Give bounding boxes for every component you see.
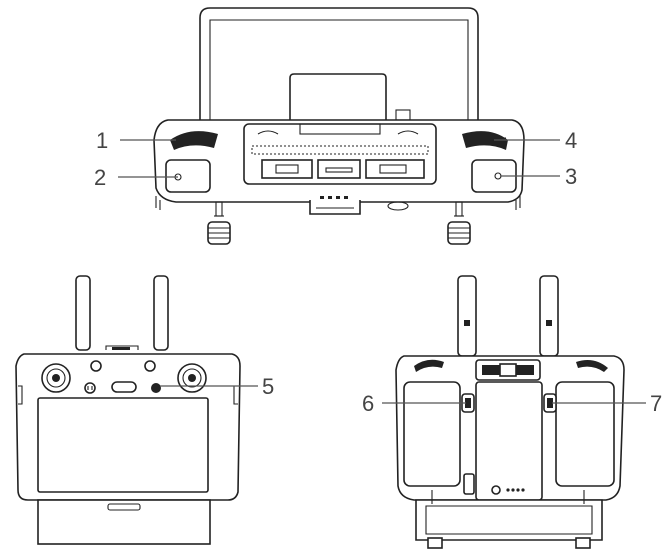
callout-1: 1 bbox=[96, 128, 176, 153]
callout-label-1: 1 bbox=[96, 128, 108, 153]
callout-2: 2 bbox=[94, 165, 178, 190]
battery-level-leds bbox=[506, 488, 525, 492]
callout-label-3: 3 bbox=[565, 164, 577, 189]
front-view-controller bbox=[15, 275, 241, 545]
device-clamp bbox=[289, 73, 387, 123]
battery bbox=[475, 381, 543, 501]
card-slot bbox=[317, 159, 361, 179]
callout-label-6: 6 bbox=[362, 391, 374, 416]
left-antenna bbox=[75, 275, 91, 351]
antenna-frame bbox=[199, 7, 479, 120]
front-right-stick[interactable] bbox=[177, 363, 207, 393]
rth-button[interactable] bbox=[90, 360, 102, 372]
callout-label-7: 7 bbox=[650, 391, 662, 416]
callout-4: 4 bbox=[494, 128, 577, 153]
callout-6: 6 bbox=[362, 391, 466, 416]
right-dial[interactable] bbox=[462, 131, 508, 150]
usb-port bbox=[365, 159, 425, 179]
callout-7: 7 bbox=[552, 391, 662, 416]
top-vents bbox=[257, 123, 419, 135]
callout-label-5: 5 bbox=[262, 374, 274, 399]
back-stand bbox=[415, 499, 603, 541]
pause-button[interactable] bbox=[84, 382, 96, 394]
hdmi-port bbox=[261, 159, 313, 179]
touch-screen[interactable] bbox=[37, 397, 209, 493]
button-5[interactable] bbox=[151, 383, 161, 393]
callout-5: 5 bbox=[160, 374, 274, 399]
front-stand bbox=[37, 499, 211, 545]
bottom-clip bbox=[309, 200, 361, 215]
left-stick[interactable] bbox=[207, 201, 231, 245]
mode-switch[interactable] bbox=[111, 381, 137, 393]
right-antenna bbox=[153, 275, 169, 351]
callout-label-2: 2 bbox=[94, 165, 106, 190]
indicator-lights bbox=[320, 196, 348, 199]
callout-label-4: 4 bbox=[565, 128, 577, 153]
left-button[interactable] bbox=[165, 159, 211, 193]
top-view-controller bbox=[153, 7, 525, 245]
battery-button[interactable] bbox=[491, 485, 501, 495]
right-stick[interactable] bbox=[447, 201, 471, 245]
left-dial[interactable] bbox=[170, 131, 218, 150]
power-button[interactable] bbox=[144, 360, 156, 372]
back-view-controller bbox=[395, 275, 625, 549]
back-right-antenna bbox=[539, 275, 559, 357]
callout-3: 3 bbox=[500, 164, 577, 189]
front-left-stick[interactable] bbox=[41, 363, 71, 393]
back-left-antenna bbox=[457, 275, 477, 357]
cooling-grille bbox=[251, 145, 429, 155]
